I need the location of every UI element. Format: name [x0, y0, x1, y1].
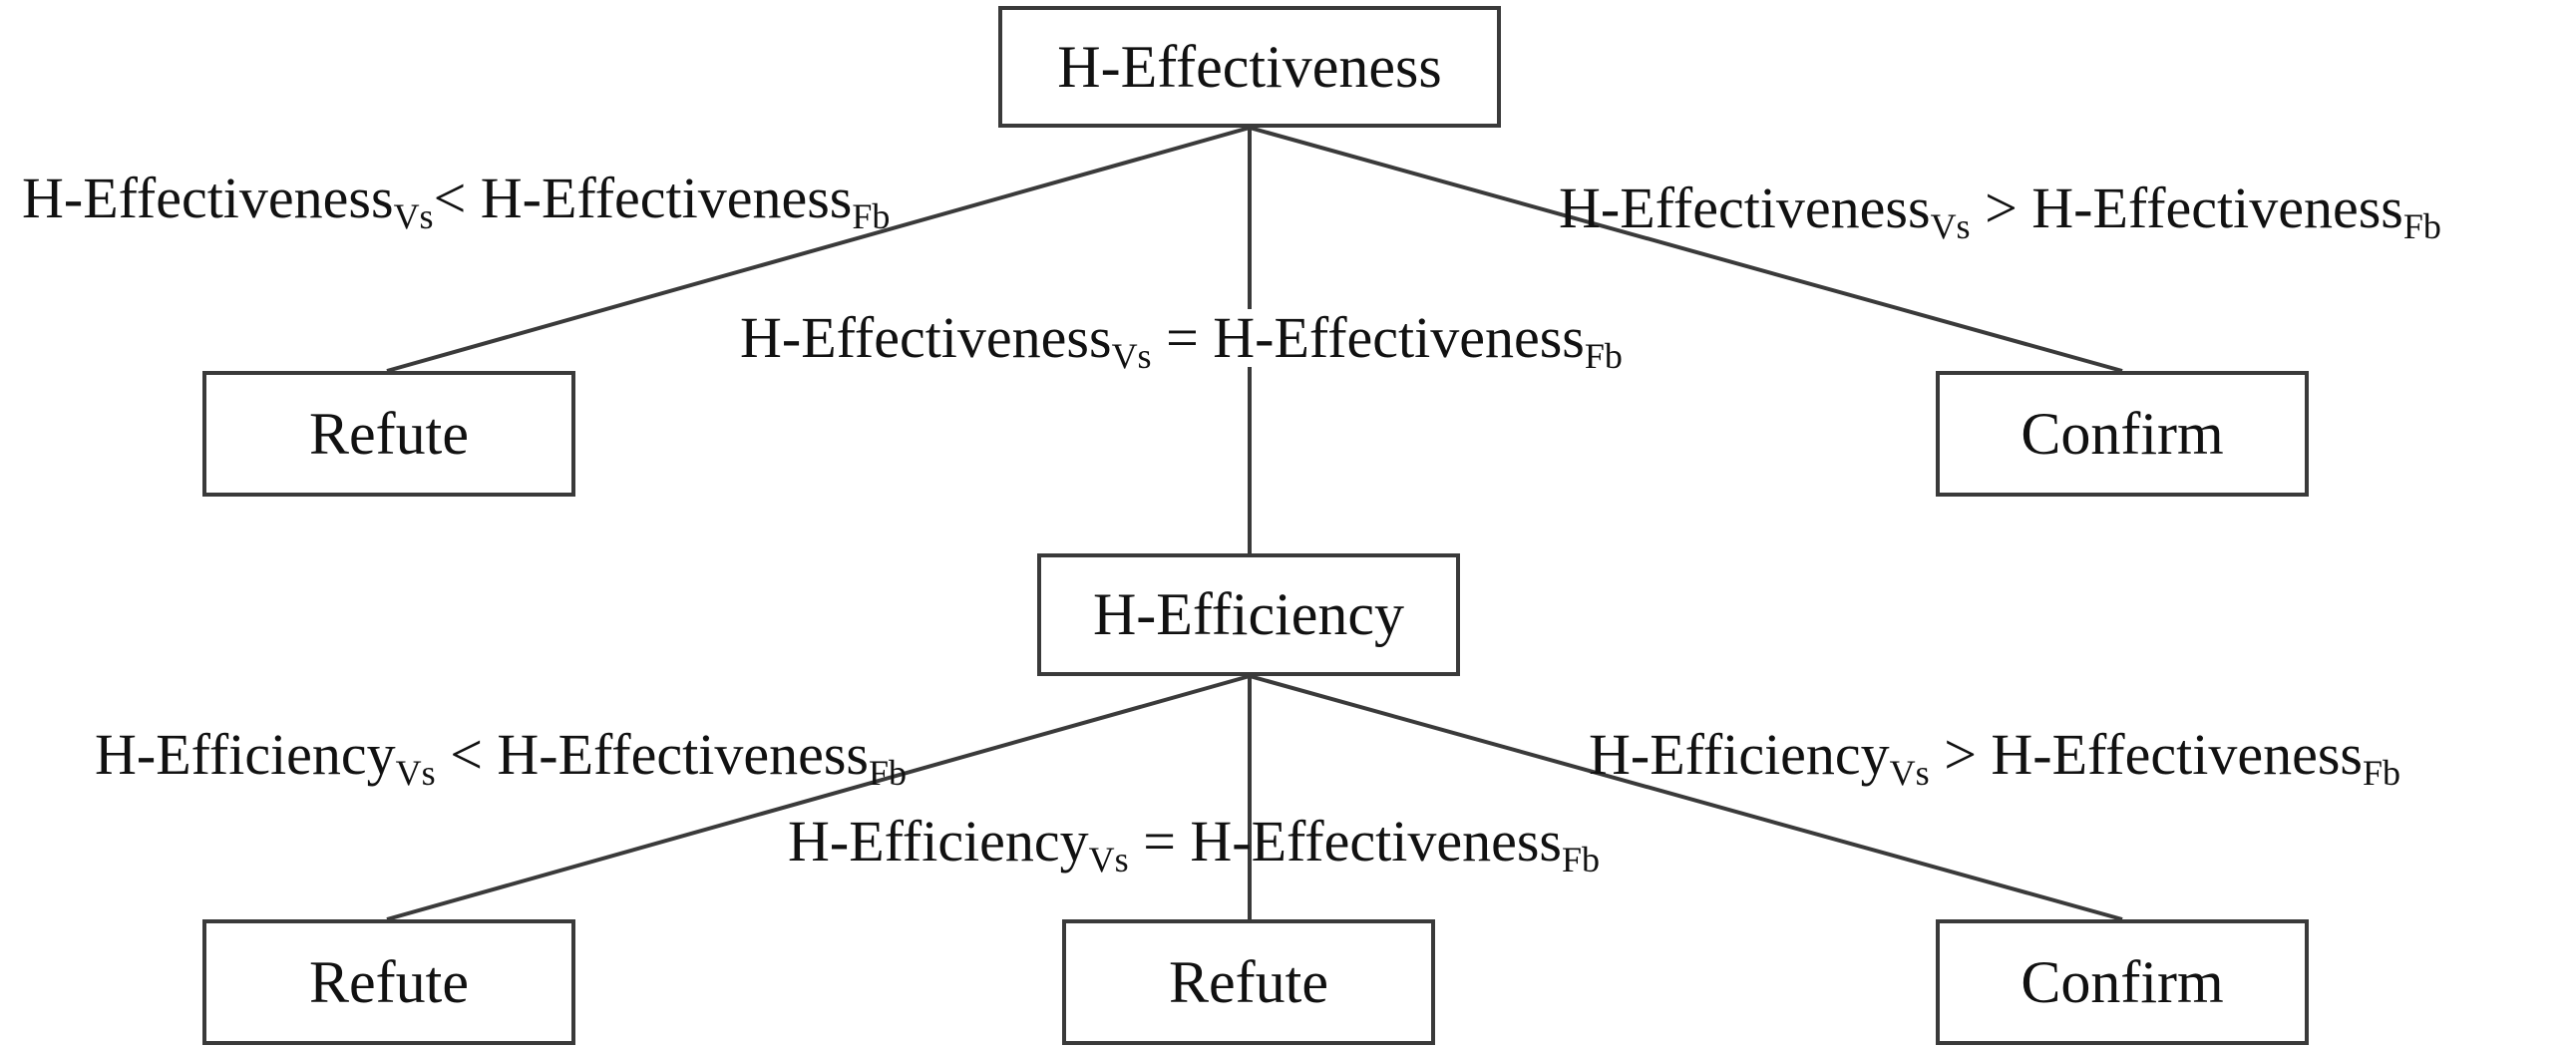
- node-confirm-bottom-label: Confirm: [2021, 948, 2224, 1015]
- edge-label-effectiveness-greater: H-EffectivenessVs > H-EffectivenessFb: [1559, 175, 2441, 246]
- node-refute-bottom-center-label: Refute: [1169, 948, 1328, 1015]
- edge-label-effectiveness-less: H-EffectivenessVs< H-EffectivenessFb: [22, 166, 891, 236]
- edge-line-root-confirm: [1249, 126, 2123, 373]
- node-h-efficiency: H-Efficiency: [1037, 553, 1460, 676]
- node-confirm-bottom: Confirm: [1936, 919, 2309, 1045]
- node-refute-bottom-left: Refute: [202, 919, 575, 1045]
- node-refute-top-label: Refute: [309, 400, 469, 467]
- node-confirm-top-label: Confirm: [2021, 400, 2224, 467]
- edge-label-efficiency-greater: H-EfficiencyVs > H-EffectivenessFb: [1589, 722, 2400, 793]
- node-refute-bottom-left-label: Refute: [309, 948, 469, 1015]
- node-refute-bottom-center: Refute: [1062, 919, 1435, 1045]
- edge-line-root-refute: [386, 126, 1251, 373]
- node-refute-top: Refute: [202, 371, 575, 497]
- edge-label-efficiency-equal: H-EfficiencyVs = H-EffectivenessFb: [788, 809, 1600, 879]
- edge-line-mid-refute: [386, 674, 1251, 921]
- node-h-effectiveness-label: H-Effectiveness: [1057, 33, 1442, 100]
- node-confirm-top: Confirm: [1936, 371, 2309, 497]
- edge-label-efficiency-less: H-EfficiencyVs < H-EffectivenessFb: [95, 722, 907, 793]
- edge-line-mid-confirm: [1249, 674, 2123, 921]
- node-h-effectiveness: H-Effectiveness: [998, 6, 1501, 128]
- node-h-efficiency-label: H-Efficiency: [1092, 581, 1405, 647]
- edge-label-effectiveness-equal: H-EffectivenessVs = H-EffectivenessFb: [736, 309, 1627, 374]
